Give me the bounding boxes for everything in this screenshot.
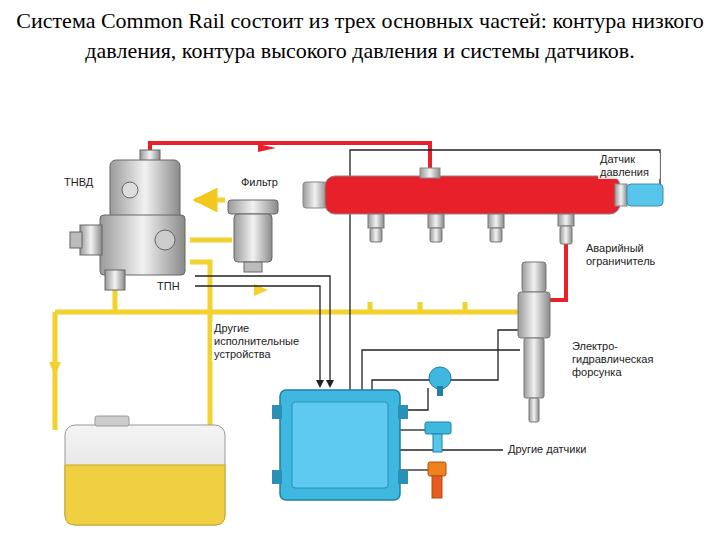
- part-label: Электро-гидравлическая форсунка: [570, 340, 684, 379]
- fuel-tank: [65, 416, 225, 525]
- high-pressure-pump: [70, 150, 185, 290]
- page-title: Система Common Rail состоит из трех осно…: [10, 6, 710, 66]
- rail-injector-port: [368, 214, 504, 242]
- part-node: Датчик давления: [596, 153, 660, 183]
- control-unit: [272, 390, 408, 500]
- callout-label: Другие датчики: [506, 443, 588, 456]
- fuel-flow-connector: [195, 198, 225, 203]
- part-label: Аварийный ограничитель: [584, 242, 670, 268]
- pressure-sensor: [627, 184, 663, 206]
- part-node: Аварийный ограничитель: [582, 240, 672, 272]
- part-label: ТПН: [155, 280, 182, 293]
- callout-label: Другие исполнительные устройства: [212, 322, 316, 361]
- common-rail: [303, 168, 627, 214]
- part-node: Электро-гидравлическая форсунка: [515, 262, 705, 422]
- part-label: Датчик давления: [598, 153, 660, 179]
- part-node: Фильтр: [225, 176, 305, 276]
- flow-arrow: [258, 144, 276, 152]
- electro-hydraulic-injector: [518, 262, 550, 422]
- part-label: ТНВД: [62, 176, 95, 189]
- pressure-limiter: [558, 214, 574, 244]
- signal-wire: [195, 150, 660, 470]
- flow-arrow: [49, 362, 61, 376]
- fuel-filter: [228, 200, 278, 272]
- wire-arrow: [316, 380, 334, 388]
- part-node: ТНВД ТПН: [60, 168, 195, 298]
- sensor-icon: [425, 367, 451, 498]
- part-label: Фильтр: [239, 176, 280, 189]
